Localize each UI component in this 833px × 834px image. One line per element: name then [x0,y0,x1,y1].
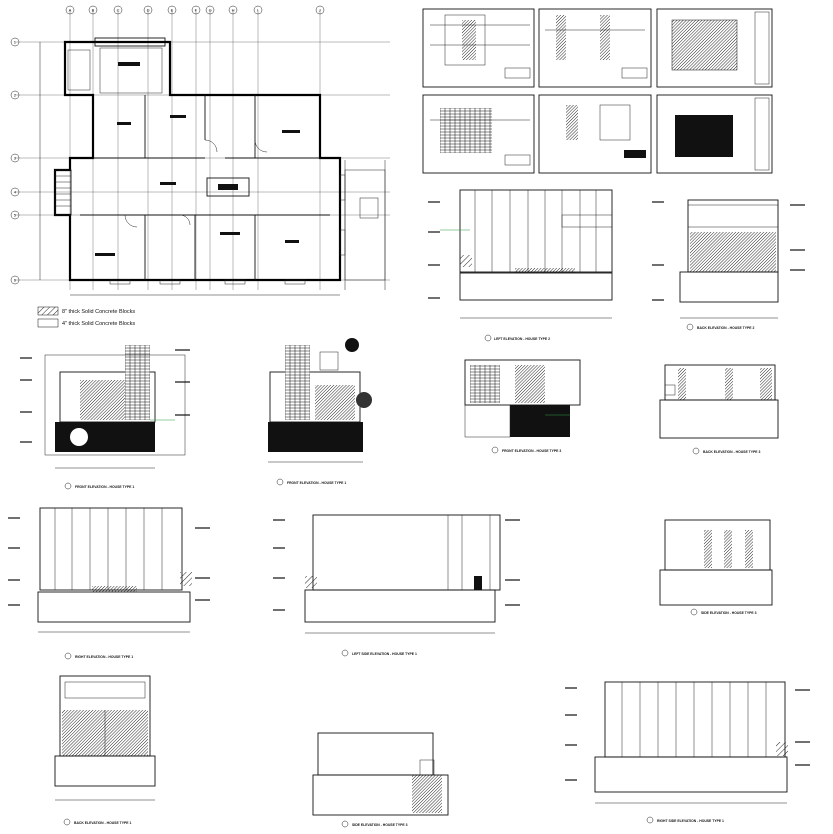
grid-bubble-2: 2 [14,93,17,98]
back-elevation-type-2: BACK ELEVATION - HOUSE TYPE 2 [679,199,779,331]
sheet-thumb-3 [656,8,773,88]
grid-bubble-3: 3 [14,156,17,161]
side-elevation-type-3-b: SIDE ELEVATION - HOUSE TYPE 3 [312,732,449,828]
back-elevation-type-3: BACK ELEVATION - HOUSE TYPE 3 [659,364,779,455]
caption-left-elevation-2: LEFT ELEVATION - HOUSE TYPE 2 [494,337,550,341]
caption-side-elevation-3b: SIDE ELEVATION - HOUSE TYPE 3 [352,823,408,827]
sheet-thumb-1 [422,8,535,88]
sheet-thumb-5 [538,94,652,174]
sheet-thumb-6 [656,94,773,174]
grid-bubble-c: C [117,8,120,13]
grid-bubble-1: 1 [14,40,17,45]
thumbnail-sheets [422,8,773,174]
caption-front-elevation-1b: FRONT ELEVATION - HOUSE TYPE 1 [287,481,346,485]
caption-back-elevation-3: BACK ELEVATION - HOUSE TYPE 3 [703,450,760,454]
grid-bubble-i: I [257,8,258,13]
grid-bubbles-rows: 1 2 3 4 5 6 [10,37,20,285]
front-elevation-type-3: FRONT ELEVATION - HOUSE TYPE 3 [464,359,581,454]
grid-bubble-4: 4 [14,190,17,195]
grid-bubble-h: H [232,8,235,13]
grid-bubbles-columns: A B C D E F G H I J [65,5,325,15]
plan-walls [39,37,386,296]
grid-bubble-5: 5 [14,213,17,218]
caption-right-elevation-1: RIGHT ELEVATION - HOUSE TYPE 1 [75,655,133,659]
left-elevation-type-2: LEFT ELEVATION - HOUSE TYPE 2 [440,189,613,342]
caption-left-elevation-1: LEFT SIDE ELEVATION - HOUSE TYPE 1 [352,652,417,656]
side-elevation-type-3: SIDE ELEVATION - HOUSE TYPE 3 [659,519,773,616]
legend-swatch-8in [37,306,59,316]
legend-8in-label: 8" thick Solid Concrete Blocks [62,309,135,315]
grid-bubble-a: A [69,8,72,13]
legend-4in-label: 4" thick Solid Concrete Blocks [62,321,135,327]
caption-front-elevation-3: FRONT ELEVATION - HOUSE TYPE 3 [502,449,561,453]
caption-back-elevation-1: BACK ELEVATION - HOUSE TYPE 1 [74,821,131,825]
right-side-elevation-type-1: RIGHT SIDE ELEVATION - HOUSE TYPE 1 [594,681,788,824]
grid-bubble-g: G [209,8,212,13]
floor-plan: A B C D E F G H I J 1 2 3 4 5 6 [10,5,390,328]
caption-right-side-elevation-1: RIGHT SIDE ELEVATION - HOUSE TYPE 1 [657,819,724,823]
sheet-thumb-2 [538,8,652,88]
grid-bubble-j: J [319,8,321,13]
left-side-elevation-type-1: LEFT SIDE ELEVATION - HOUSE TYPE 1 [304,514,501,657]
back-elevation-type-1: BACK ELEVATION - HOUSE TYPE 1 [54,675,156,826]
grid-bubble-b: B [92,8,95,13]
sheet-thumb-4 [422,94,535,174]
grid-bubble-6: 6 [14,278,17,283]
plan-legend: 8" thick Solid Concrete Blocks 4" thick … [37,306,135,328]
caption-front-elevation-1a: FRONT ELEVATION - HOUSE TYPE 1 [75,485,134,489]
grid-bubble-d: D [147,8,150,13]
front-elevation-type-1-a: FRONT ELEVATION - HOUSE TYPE 1 [44,345,186,490]
legend-swatch-4in [37,318,59,328]
grid-bubble-e: E [171,8,174,13]
right-elevation-type-1: RIGHT ELEVATION - HOUSE TYPE 1 [37,507,192,660]
level-markers [8,201,810,781]
plan-grid-lines [15,10,390,290]
front-elevation-type-1-b: FRONT ELEVATION - HOUSE TYPE 1 [268,338,372,486]
caption-back-elevation-2: BACK ELEVATION - HOUSE TYPE 2 [697,326,754,330]
caption-side-elevation-3: SIDE ELEVATION - HOUSE TYPE 3 [701,611,757,615]
grid-bubble-f: F [195,8,198,13]
